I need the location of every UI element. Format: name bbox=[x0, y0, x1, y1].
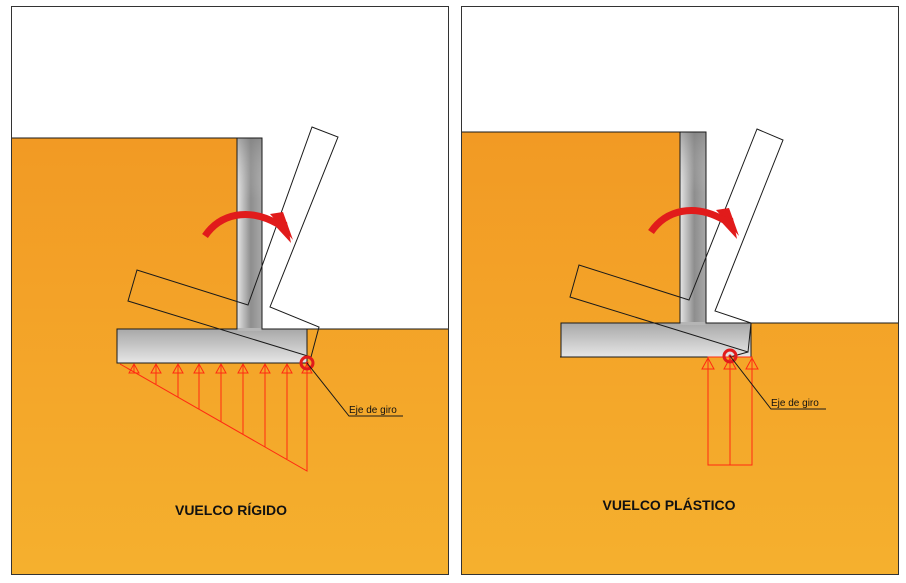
rotated-wall-outline bbox=[560, 128, 784, 358]
wall-stem-shade bbox=[237, 138, 262, 199]
panel-rigid: Eje de giro VUELCO RÍGIDO bbox=[11, 6, 449, 575]
pressure-distribution-rectangular bbox=[701, 356, 759, 466]
panel-title: VUELCO RÍGIDO bbox=[175, 502, 287, 518]
pivot-label: Eje de giro bbox=[349, 405, 397, 416]
curved-rotation-arrow-icon bbox=[202, 211, 293, 243]
pivot-leader-line bbox=[729, 355, 826, 410]
wall-footing bbox=[560, 322, 752, 358]
pivot-leader-line bbox=[306, 362, 403, 417]
footing-joint bbox=[680, 322, 706, 325]
pivot-label: Eje de giro bbox=[771, 398, 819, 409]
curved-rotation-arrow-icon bbox=[648, 207, 739, 239]
wall-stem-shade bbox=[680, 132, 706, 193]
pivot-circle-icon bbox=[299, 355, 315, 371]
panel-plastic: Eje de giro VUELCO PLÁSTICO bbox=[461, 6, 899, 575]
pressure-distribution-triangular bbox=[119, 362, 313, 472]
footing-joint bbox=[237, 328, 262, 331]
pivot-circle-icon bbox=[722, 348, 738, 364]
panel-title: VUELCO PLÁSTICO bbox=[602, 497, 735, 513]
